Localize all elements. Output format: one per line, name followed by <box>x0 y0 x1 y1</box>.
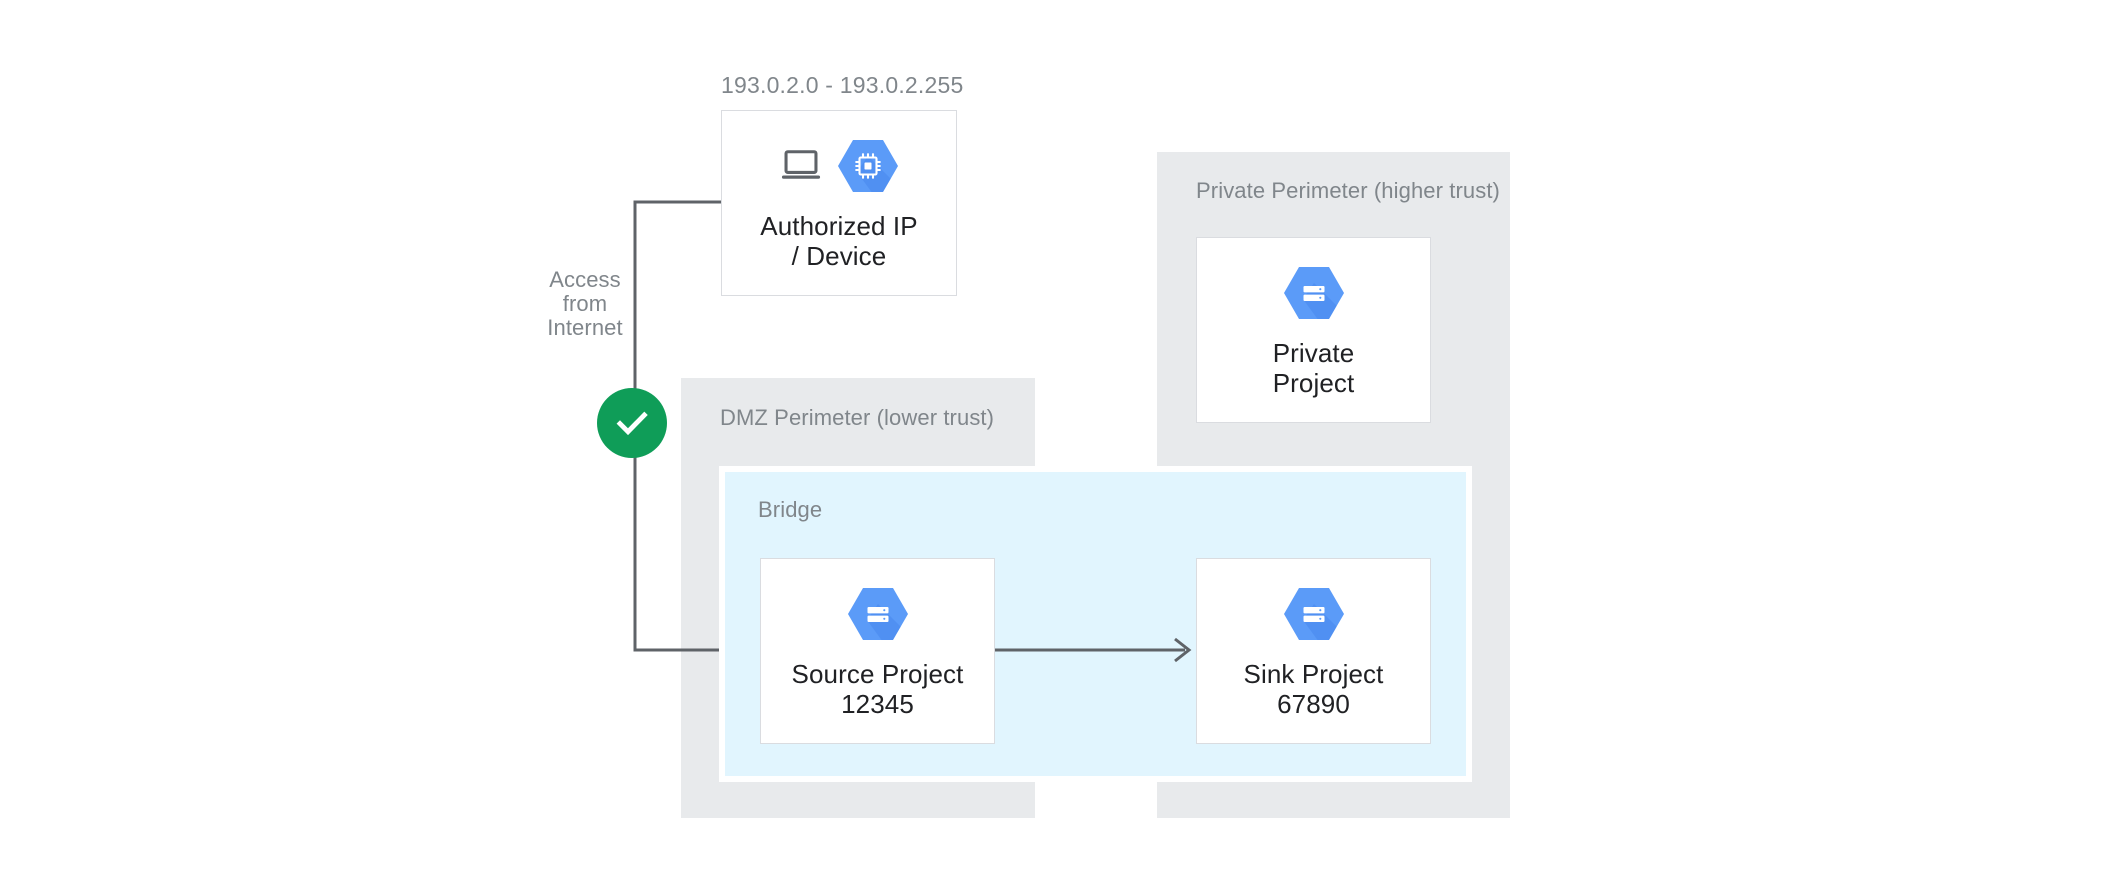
project-icon <box>847 586 909 642</box>
node-authorized-device-icons <box>779 135 899 197</box>
laptop-icon <box>779 149 823 183</box>
perimeter-private-label: Private Perimeter (higher trust) <box>1196 178 1500 203</box>
node-private-project-label-line2: Project <box>1272 368 1355 398</box>
access-from-internet-note: Access from Internet <box>525 268 645 340</box>
connector-source-to-sink-arrowhead <box>1174 637 1192 663</box>
node-private-project-label-line1: Private <box>1272 338 1355 368</box>
node-authorized-device[interactable]: Authorized IP / Device <box>721 110 957 296</box>
bridge-label: Bridge <box>758 497 823 522</box>
node-sink-project-label-line2: 67890 <box>1277 689 1350 719</box>
node-private-project[interactable]: Private Project <box>1196 237 1431 423</box>
node-source-project-icons <box>847 583 909 645</box>
node-private-project-icons <box>1283 262 1345 324</box>
check-icon <box>612 403 652 443</box>
node-authorized-device-label-line2: / Device <box>791 241 887 271</box>
ip-range-caption: 193.0.2.0 - 193.0.2.255 <box>721 72 964 98</box>
compute-engine-icon <box>837 138 899 194</box>
perimeter-dmz-label: DMZ Perimeter (lower trust) <box>720 405 995 430</box>
node-sink-project-label: Sink Project 67890 <box>1244 659 1384 719</box>
node-source-project-label-line1: Source Project <box>791 659 964 689</box>
access-note-line1: Access <box>549 267 621 292</box>
access-note-line2: from <box>562 291 608 316</box>
project-icon <box>1283 265 1345 321</box>
node-sink-project-label-line1: Sink Project <box>1243 659 1384 689</box>
access-note-line3: Internet <box>547 315 623 340</box>
node-source-project[interactable]: Source Project 12345 <box>760 558 995 744</box>
node-private-project-label: Private Project <box>1273 338 1355 398</box>
node-sink-project[interactable]: Sink Project 67890 <box>1196 558 1431 744</box>
node-sink-project-icons <box>1283 583 1345 645</box>
project-icon <box>1283 586 1345 642</box>
node-authorized-device-label-line1: Authorized IP <box>760 211 918 241</box>
node-source-project-label: Source Project 12345 <box>792 659 964 719</box>
node-source-project-label-line2: 12345 <box>841 689 914 719</box>
status-badge-access-allowed <box>597 388 667 458</box>
node-authorized-device-label: Authorized IP / Device <box>760 211 917 271</box>
